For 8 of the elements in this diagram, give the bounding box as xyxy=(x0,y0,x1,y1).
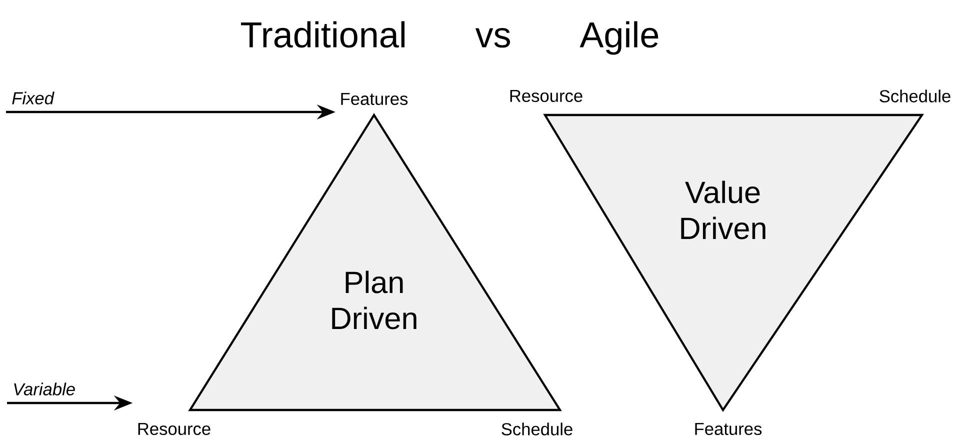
corner-label: Schedule xyxy=(502,422,572,436)
corner-label: Resource xyxy=(510,90,582,102)
corner-label: Features xyxy=(341,92,408,106)
corner-label: Resource xyxy=(138,422,210,436)
edge-label: Fixed xyxy=(12,92,54,104)
corner-label: Schedule xyxy=(880,90,950,102)
title: Traditional vs Agile xyxy=(241,21,658,55)
edge-label: Variable xyxy=(14,382,75,396)
